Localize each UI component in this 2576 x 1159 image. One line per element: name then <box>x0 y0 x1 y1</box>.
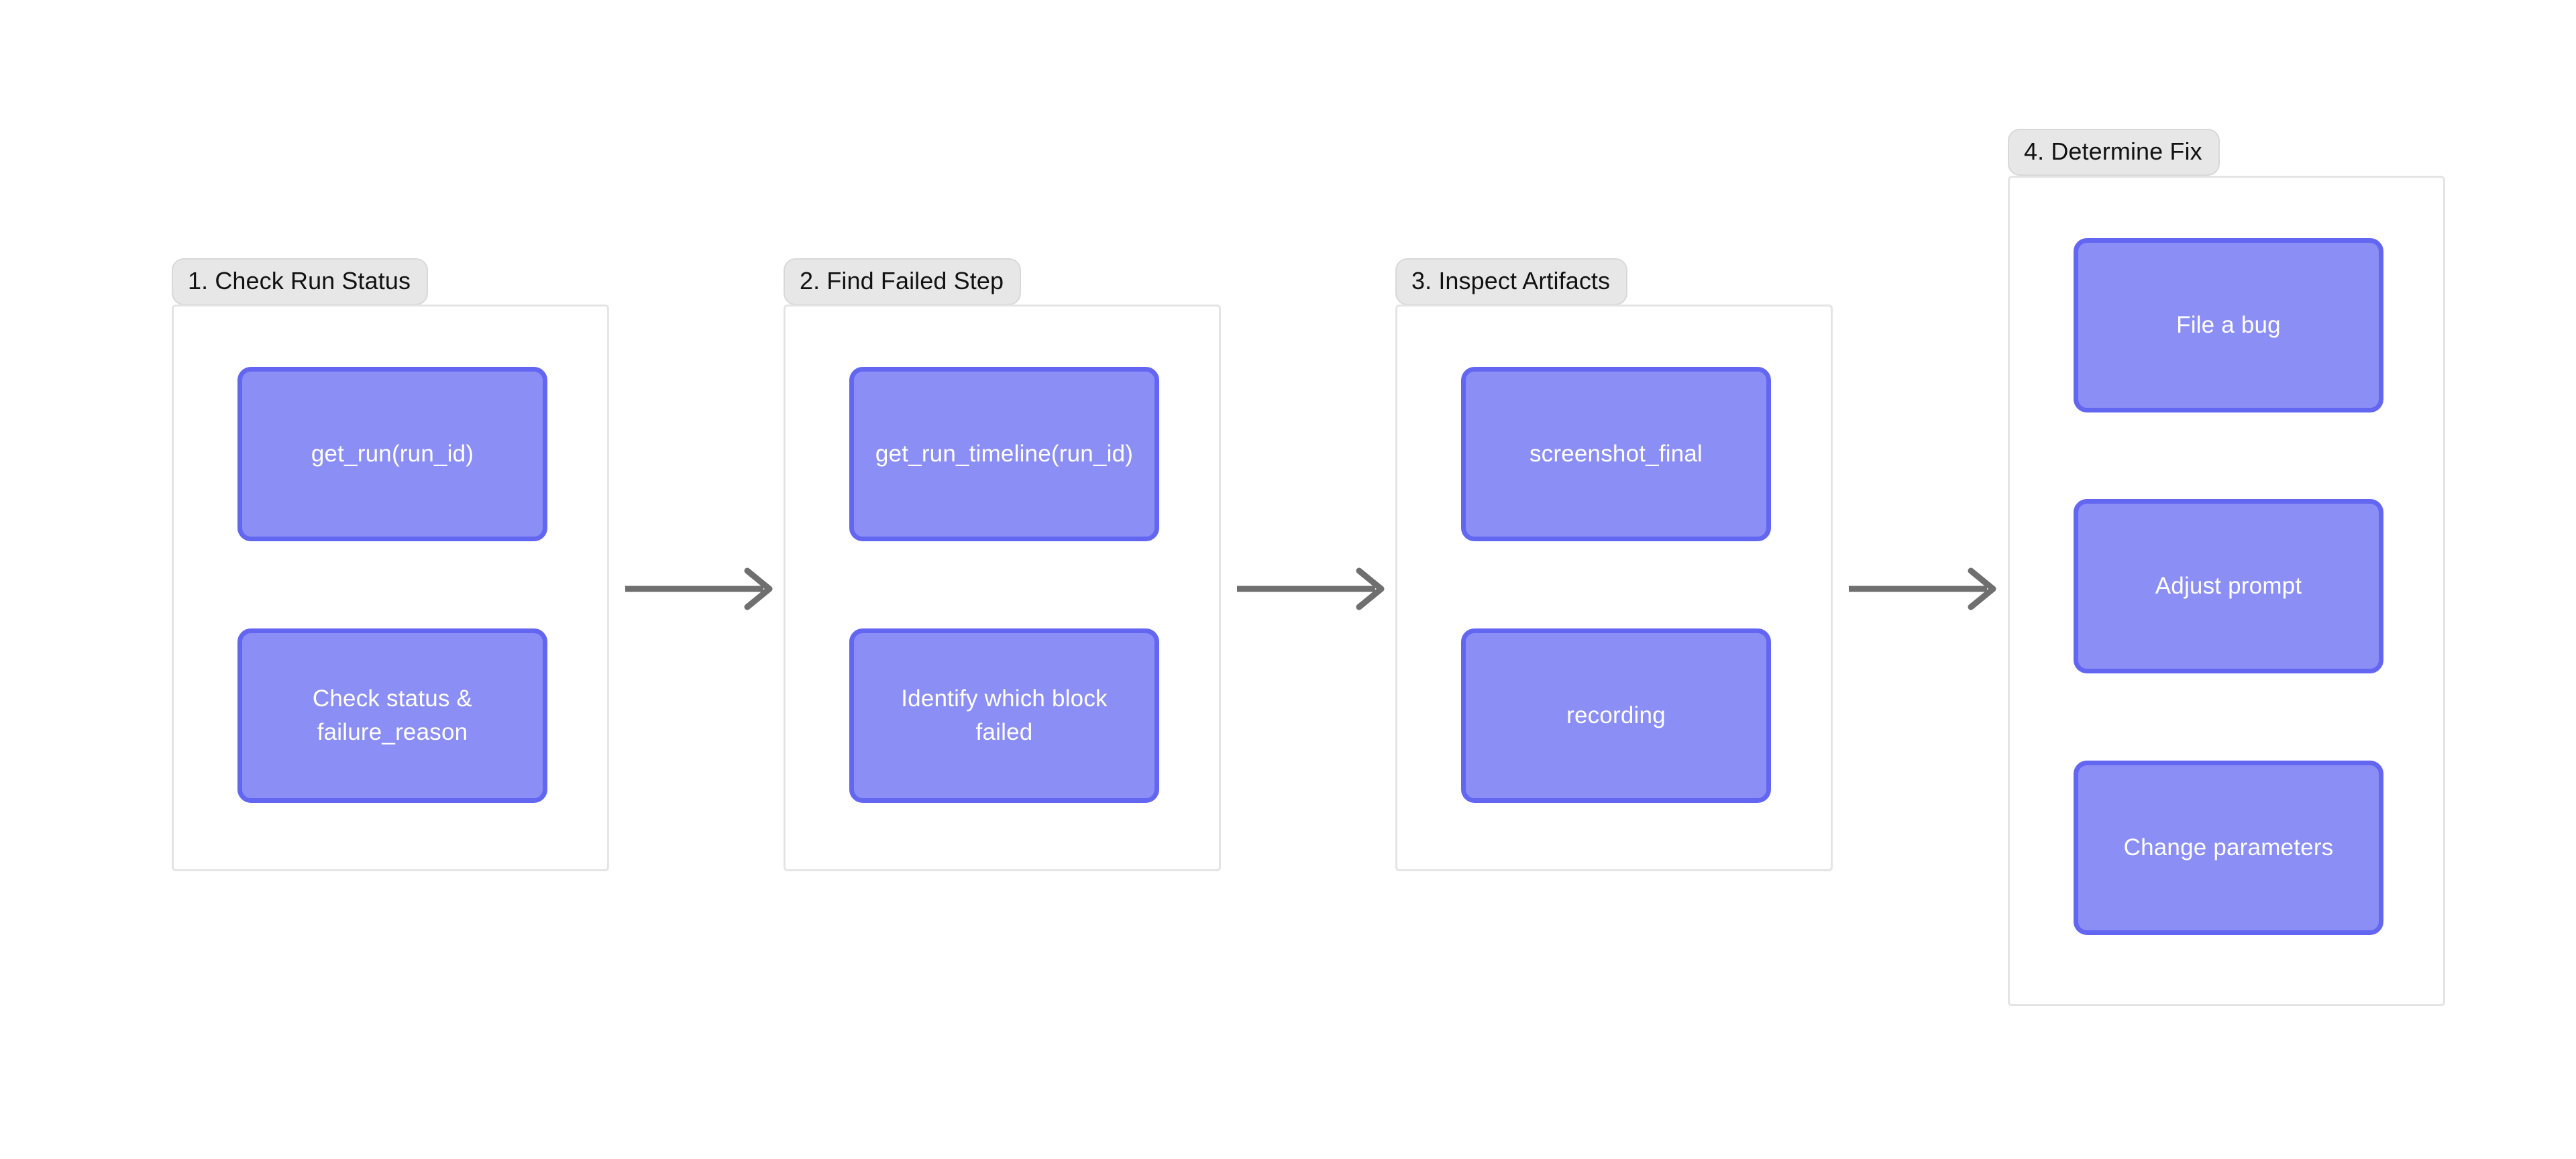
node-screenshot-final[interactable]: screenshot_final <box>1461 367 1771 541</box>
group-label-3: 3. Inspect Artifacts <box>1395 258 1628 305</box>
group-container-1: get_run(run_id) Check status & failure_r… <box>172 305 609 871</box>
group-label-2: 2. Find Failed Step <box>784 258 1022 305</box>
node-get-run[interactable]: get_run(run_id) <box>237 367 547 541</box>
arrow-right-icon-2 <box>1234 562 1390 616</box>
node-check-status[interactable]: Check status & failure_reason <box>237 628 547 803</box>
group-container-2: get_run_timeline(run_id) Identify which … <box>784 305 1221 871</box>
node-identify-block[interactable]: Identify which block failed <box>849 628 1159 803</box>
node-get-run-timeline[interactable]: get_run_timeline(run_id) <box>849 367 1159 541</box>
arrow-right-icon-1 <box>623 562 778 616</box>
node-file-a-bug[interactable]: File a bug <box>2074 238 2383 412</box>
node-adjust-prompt[interactable]: Adjust prompt <box>2074 499 2383 673</box>
group-container-4: File a bug Adjust prompt Change paramete… <box>2008 176 2445 1006</box>
node-recording[interactable]: recording <box>1461 628 1771 803</box>
arrow-right-icon-3 <box>1846 562 2002 616</box>
group-label-4: 4. Determine Fix <box>2008 129 2220 176</box>
group-label-1: 1. Check Run Status <box>172 258 429 305</box>
node-change-parameters[interactable]: Change parameters <box>2074 761 2383 935</box>
group-container-3: screenshot_final recording <box>1395 305 1833 871</box>
